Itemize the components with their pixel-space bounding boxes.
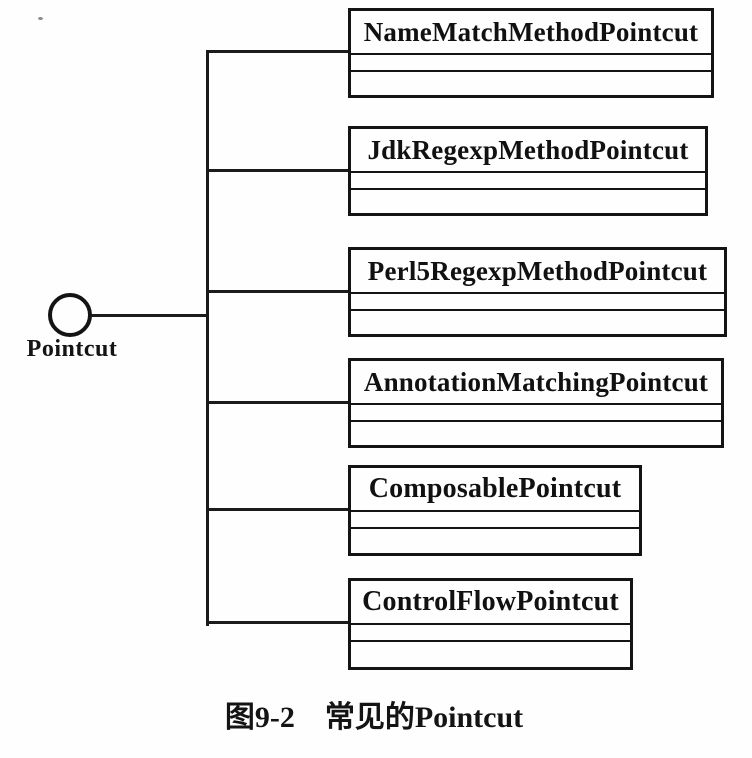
class-box-annotationmatchingpointcut: AnnotationMatchingPointcut: [348, 358, 724, 448]
class-box-perl5regexpmethodpointcut: Perl5RegexpMethodPointcut: [348, 247, 727, 337]
methods-compartment: [351, 420, 721, 445]
class-name: ComposablePointcut: [368, 473, 622, 504]
class-name: AnnotationMatchingPointcut: [363, 366, 709, 397]
branch-line-controlflowpointcut: [207, 621, 349, 624]
scan-speck: [38, 17, 43, 20]
branch-line-jdkregexpmethodpointcut: [207, 169, 349, 172]
branch-line-namematchmethodpointcut: [207, 50, 349, 53]
trunk-line: [206, 50, 209, 626]
class-name: NameMatchMethodPointcut: [363, 16, 699, 47]
branch-line-composablepointcut: [207, 508, 349, 511]
methods-compartment: [351, 640, 630, 667]
figure-number: 图9-2: [224, 701, 295, 734]
fields-compartment: [351, 403, 721, 420]
class-box-jdkregexpmethodpointcut: JdkRegexpMethodPointcut: [348, 126, 708, 216]
fields-compartment: [351, 623, 630, 640]
branch-line-annotationmatchingpointcut: [207, 401, 349, 404]
methods-compartment: [351, 527, 639, 553]
fields-compartment: [351, 53, 711, 70]
interface-label: Pointcut: [26, 336, 118, 362]
methods-compartment: [351, 70, 711, 95]
fields-compartment: [351, 171, 705, 188]
branch-line-perl5regexpmethodpointcut: [207, 290, 349, 293]
figure-caption: 图9-2 常见的Pointcut: [0, 692, 748, 736]
class-name: ControlFlowPointcut: [362, 586, 619, 617]
class-name: Perl5RegexpMethodPointcut: [367, 255, 708, 286]
class-box-namematchmethodpointcut: NameMatchMethodPointcut: [348, 8, 714, 98]
methods-compartment: [351, 309, 724, 334]
fields-compartment: [351, 292, 724, 309]
class-box-composablepointcut: ComposablePointcut: [348, 465, 642, 556]
figure-caption-text: 常见的Pointcut: [324, 701, 524, 734]
interface-lollipop-icon: [48, 293, 92, 337]
lollipop-connector-line: [91, 314, 207, 317]
class-name: JdkRegexpMethodPointcut: [367, 134, 689, 165]
methods-compartment: [351, 188, 705, 213]
class-box-controlflowpointcut: ControlFlowPointcut: [348, 578, 633, 670]
fields-compartment: [351, 510, 639, 527]
